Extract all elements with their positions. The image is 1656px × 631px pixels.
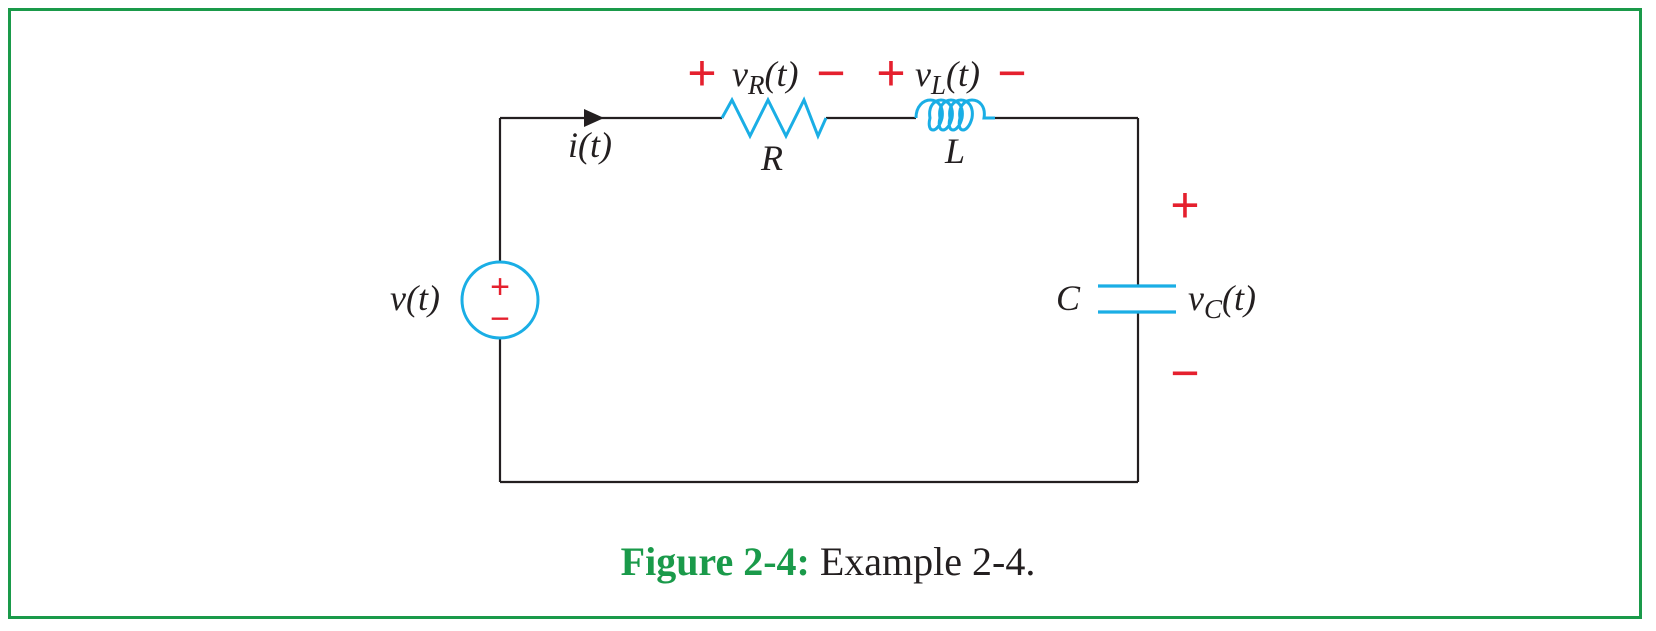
figure-frame (8, 8, 1642, 619)
capacitor-plus-sign: + (1170, 177, 1199, 233)
resistor-plus-sign: + (687, 45, 716, 101)
figure-number: Figure 2-4: (620, 539, 810, 584)
resistor-zigzag (720, 96, 828, 140)
inductor-minus-sign: − (997, 45, 1026, 101)
inductor-label: L (944, 131, 965, 171)
source-minus-sign: − (490, 300, 510, 338)
inductor-plus-sign: + (876, 45, 905, 101)
capacitor-minus-sign: − (1170, 345, 1199, 401)
figure-caption: Figure 2-4: Example 2-4. (0, 534, 1656, 590)
current-label: i(t) (568, 125, 612, 165)
current-arrow-icon (584, 109, 604, 127)
wires (498, 116, 1140, 484)
resistor-label: R (760, 138, 783, 178)
inductor-coil (914, 98, 995, 132)
source-label: v(t) (390, 278, 440, 318)
capacitor-voltage-label: vC(t) (1188, 278, 1256, 324)
source-plus-sign: + (490, 268, 510, 306)
resistor-voltage-label: vR(t) (732, 54, 798, 100)
caption-text: Example 2-4. (819, 539, 1036, 584)
resistor-minus-sign: − (816, 45, 845, 101)
inductor-voltage-label: vL(t) (915, 54, 980, 100)
voltage-source-circle (460, 260, 540, 340)
capacitor-label: C (1056, 278, 1081, 318)
